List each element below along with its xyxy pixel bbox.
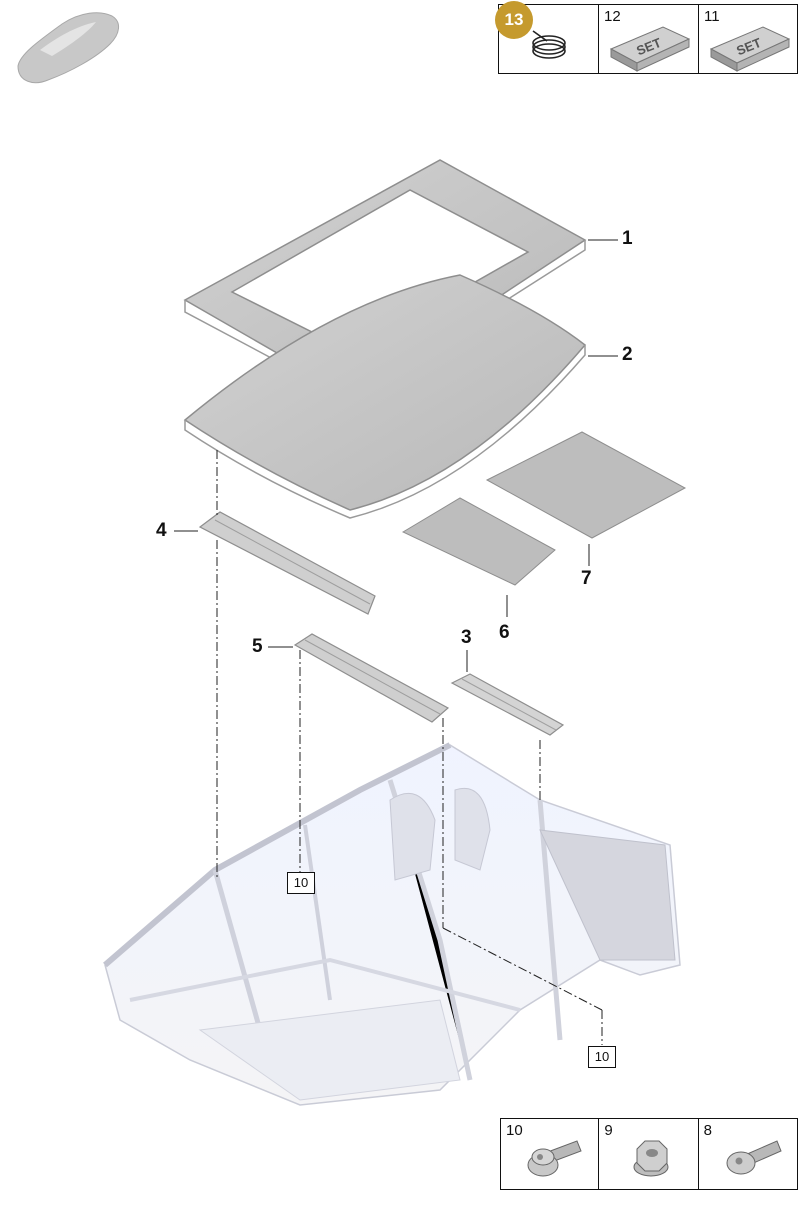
legend-cell-9[interactable]: 9 (598, 1119, 697, 1189)
legend-number-badge: 13 (495, 1, 533, 39)
rear-roof-bow-part (450, 673, 565, 736)
ref-box-10-left: 10 (287, 872, 315, 894)
alignment-lines (216, 450, 603, 1045)
hex-nut-icon (633, 1140, 669, 1177)
bottom-legend: 10 9 8 (500, 1118, 798, 1190)
part-label-5: 5 (252, 636, 263, 657)
legend-cell-12[interactable]: 12 SET (598, 5, 698, 73)
part-label-7: 7 (581, 568, 592, 589)
set-box-icon: SET (709, 26, 791, 72)
legend-number: 12 (604, 8, 621, 25)
legend-cell-13[interactable]: 13 (495, 1, 598, 73)
round-head-bolt-icon (726, 1140, 782, 1175)
legend-cell-8[interactable]: 8 (697, 1119, 797, 1189)
part-label-2: 2 (622, 344, 633, 365)
legend-number: 9 (604, 1122, 613, 1139)
flange-bolt-icon (527, 1140, 582, 1177)
legend-cell-11[interactable]: 11 SET (698, 5, 797, 73)
spring-clip-icon (532, 30, 566, 59)
car-thumbnail-icon (17, 12, 119, 84)
set-box-icon: SET (609, 26, 691, 72)
middle-roof-bow-part (293, 633, 450, 723)
part-label-6: 6 (499, 622, 510, 643)
part-label-1: 1 (622, 228, 633, 249)
top-legend: 13 12 SET 11 SET (495, 1, 798, 74)
car-body-structure (103, 742, 681, 1106)
legend-number: 11 (704, 8, 720, 25)
part-label-4: 4 (156, 520, 167, 541)
roof-panel-part (183, 274, 587, 519)
insulation-pad-large-part (485, 431, 687, 539)
legend-number: 10 (506, 1122, 523, 1139)
ref-box-10-right: 10 (588, 1046, 616, 1068)
legend-number: 8 (703, 1122, 713, 1139)
insulation-pad-small-part (401, 497, 556, 586)
leader-lines (174, 239, 618, 672)
part-label-3: 3 (461, 627, 472, 648)
legend-cell-10[interactable]: 10 (501, 1119, 598, 1189)
front-roof-bow-part (198, 511, 376, 615)
